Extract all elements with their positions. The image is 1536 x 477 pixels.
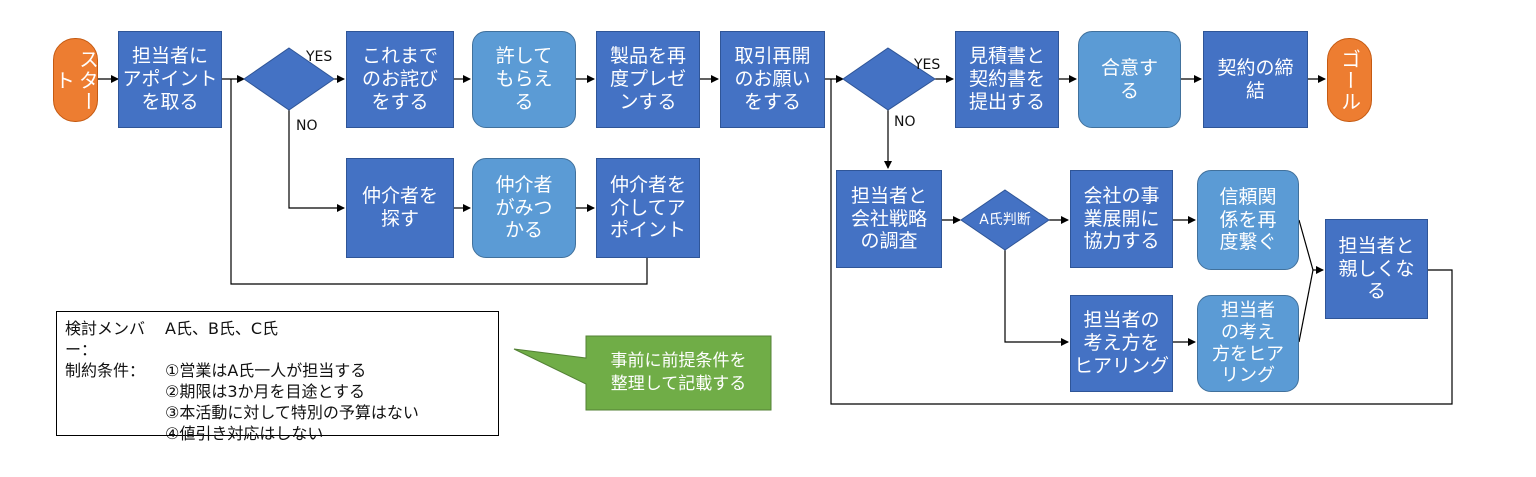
find-mediator-box: 仲介者を 探す	[346, 158, 454, 258]
a-judgment-label: A氏判断	[979, 211, 1031, 228]
start-terminal: スタート	[52, 38, 100, 122]
appointment-box: 担当者に アポイント を取る	[118, 31, 222, 128]
decision2-no-label: NO	[894, 114, 916, 130]
constraints-label: 制約条件：	[65, 361, 146, 380]
hear-views-box: 担当者の 考え方を ヒアリング	[1070, 295, 1173, 392]
research-box: 担当者と 会社戦略 の調査	[836, 170, 942, 268]
members-value: A氏、B氏、C氏	[165, 319, 279, 338]
contract-box: 契約の締 結	[1203, 31, 1308, 128]
decision-2	[842, 47, 936, 111]
cooperate-box: 会社の事 業展開に 協力する	[1070, 170, 1173, 268]
decision-diamonds	[243, 47, 1050, 251]
represent-box: 製品を再 度プレゼ ンする	[596, 31, 700, 128]
constraint-2: ②期限は3か月を目途とする	[165, 382, 366, 401]
constraint-3: ③本活動に対して特別の予算はない	[165, 403, 419, 422]
decision-a-judgment	[960, 189, 1050, 251]
mediated-appointment-box: 仲介者を 介してア ポイント	[596, 158, 700, 258]
views-heard-state: 担当者 の考え 方をヒア リング	[1197, 295, 1299, 392]
constraint-4: ④値引き対応はしない	[165, 424, 324, 443]
forgiven-state: 許して もらえ る	[472, 31, 576, 128]
premise-memo: 検討メンバー： A氏、B氏、C氏 制約条件： ①営業はA氏一人が担当する ②期限…	[56, 311, 499, 443]
members-label: 検討メンバー：	[65, 319, 146, 359]
goal-terminal: ゴール	[1327, 38, 1372, 122]
decision2-yes-label: YES	[914, 57, 941, 73]
callout-bubble	[513, 335, 772, 411]
close-relation-box: 担当者と 親しくな る	[1325, 219, 1428, 319]
rebuild-trust-state: 信頼関 係を再 度繋ぐ	[1197, 170, 1299, 270]
constraint-1: ①営業はA氏一人が担当する	[165, 361, 367, 380]
quote-box: 見積書と 契約書を 提出する	[955, 31, 1059, 128]
callout-note: 事前に前提条件を 整理して記載する	[610, 351, 747, 394]
decision1-no-label: NO	[296, 118, 318, 134]
agree-state: 合意す る	[1078, 31, 1181, 128]
decision-1	[243, 47, 335, 111]
decision1-yes-label: YES	[306, 49, 333, 65]
resume-request-box: 取引再開 のお願い をする	[720, 31, 825, 128]
apologize-box: これまで のお詫び をする	[346, 31, 454, 128]
mediator-found-state: 仲介者 がみつ かる	[472, 158, 576, 258]
